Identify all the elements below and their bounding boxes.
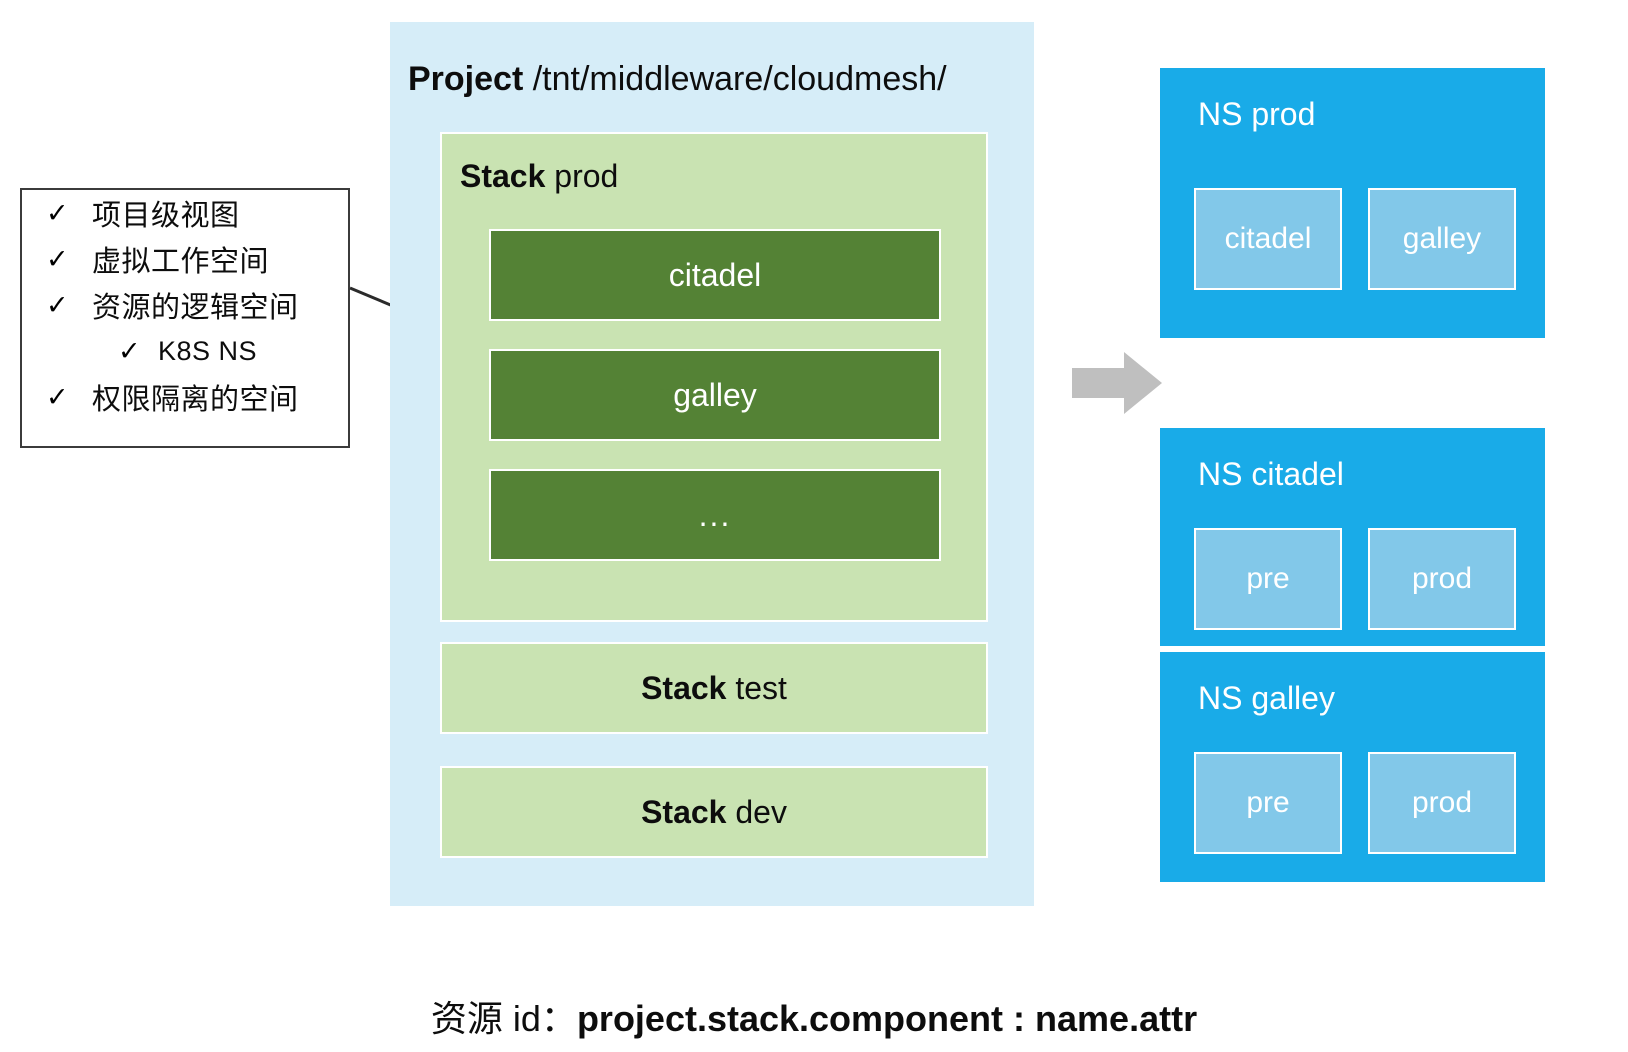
check-icon: ✓ xyxy=(118,335,141,366)
stack-keyword: Stack xyxy=(460,158,546,194)
checklist-callout: ✓ 项目级视图 ✓ 虚拟工作空间 ✓ 资源的逻辑空间 ✓ K8S NS ✓ 权限… xyxy=(20,188,350,448)
namespace-item-pre[interactable]: pre xyxy=(1194,528,1342,630)
namespace-panel-citadel: NS citadel pre prod xyxy=(1160,428,1545,646)
caption-label: 资源 id： xyxy=(430,998,577,1039)
check-icon: ✓ xyxy=(46,381,69,412)
right-arrow-icon xyxy=(1072,352,1162,414)
namespace-panel-prod: NS prod citadel galley xyxy=(1160,68,1545,338)
stack-keyword: Stack xyxy=(641,793,727,830)
list-item: ✓ 资源的逻辑空间 xyxy=(22,282,348,328)
list-item: ✓ 项目级视图 xyxy=(22,190,348,236)
namespace-panel-galley: NS galley pre prod xyxy=(1160,652,1545,882)
stack-name: prod xyxy=(554,158,619,194)
namespace-items: citadel galley xyxy=(1194,188,1523,290)
caption-value: project.stack.component : name.attr xyxy=(576,998,1198,1039)
list-item-label: 项目级视图 xyxy=(92,200,240,232)
stack-prod-title: Stack prod xyxy=(460,158,618,195)
namespace-item-pre[interactable]: pre xyxy=(1194,752,1342,854)
namespace-title: NS galley xyxy=(1198,680,1335,716)
namespace-item-prod[interactable]: prod xyxy=(1368,752,1516,854)
project-keyword: Project xyxy=(408,60,524,98)
stack-name: test xyxy=(735,669,787,706)
stack-bar-dev[interactable]: Stack dev xyxy=(440,766,988,858)
list-item-label: 权限隔离的空间 xyxy=(92,384,299,416)
stack-keyword: Stack xyxy=(641,669,727,706)
stack-prod-panel: Stack prod citadel galley ... xyxy=(440,132,988,622)
stack-name: dev xyxy=(735,793,787,830)
list-item: ✓ 权限隔离的空间 xyxy=(22,374,348,420)
namespace-title: NS citadel xyxy=(1198,456,1344,492)
check-icon: ✓ xyxy=(46,197,69,228)
component-box-more[interactable]: ... xyxy=(489,469,941,561)
list-item: ✓ 虚拟工作空间 xyxy=(22,236,348,282)
project-container: Project /tnt/middleware/cloudmesh/ Stack… xyxy=(390,22,1034,906)
stack-bar-test[interactable]: Stack test xyxy=(440,642,988,734)
namespace-item-prod[interactable]: prod xyxy=(1368,528,1516,630)
list-item-label: 虚拟工作空间 xyxy=(92,246,270,278)
project-path: /tnt/middleware/cloudmesh/ xyxy=(532,60,947,98)
check-icon: ✓ xyxy=(46,243,69,274)
namespace-item-citadel[interactable]: citadel xyxy=(1194,188,1342,290)
namespace-item-galley[interactable]: galley xyxy=(1368,188,1516,290)
list-item-label: 资源的逻辑空间 xyxy=(92,292,299,324)
resource-id-caption: 资源 id：project.stack.component : name.att… xyxy=(0,990,1628,1042)
component-box-galley[interactable]: galley xyxy=(489,349,941,441)
component-box-citadel[interactable]: citadel xyxy=(489,229,941,321)
namespace-title: NS prod xyxy=(1198,96,1316,132)
namespace-items: pre prod xyxy=(1194,528,1523,630)
list-item-sub: ✓ K8S NS xyxy=(22,328,348,374)
list-item-label: K8S NS xyxy=(158,335,258,366)
project-title: Project /tnt/middleware/cloudmesh/ xyxy=(408,60,947,99)
check-icon: ✓ xyxy=(46,289,69,320)
namespace-items: pre prod xyxy=(1194,752,1523,854)
